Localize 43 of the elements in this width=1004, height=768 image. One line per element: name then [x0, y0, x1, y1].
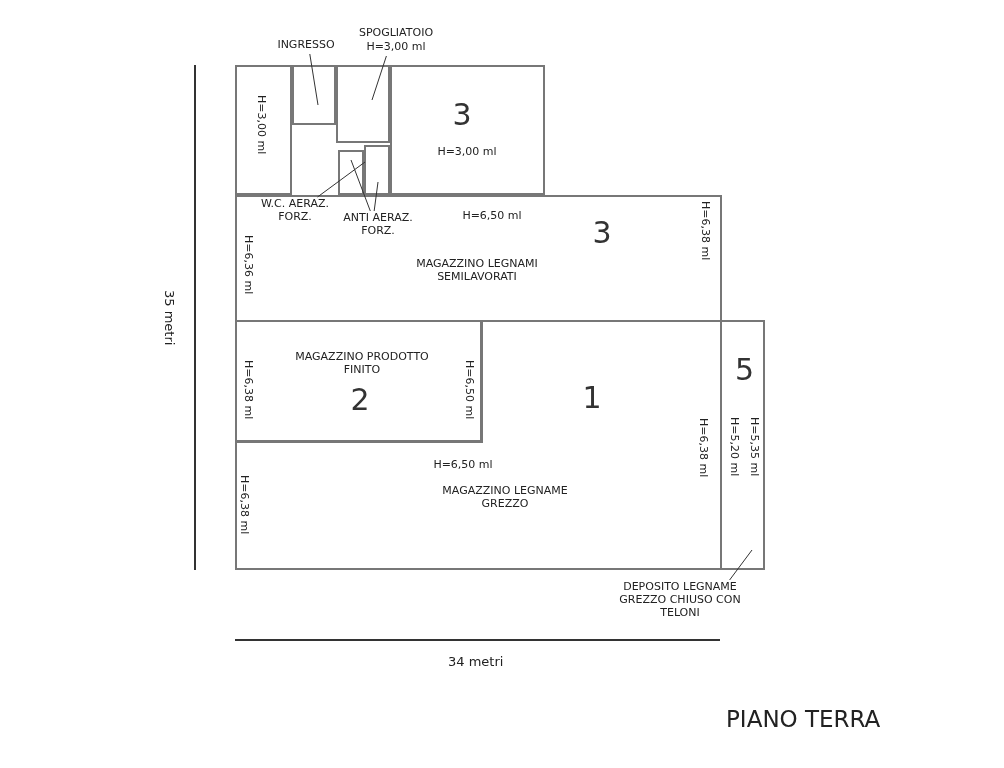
room-outline — [364, 145, 390, 195]
height-label: H=5,35 ml — [748, 417, 761, 477]
room-label: H=3,00 ml — [436, 145, 498, 158]
room-outline — [235, 195, 722, 322]
room-label: INGRESSO — [276, 38, 336, 51]
height-label: H=6,50 ml — [463, 360, 476, 420]
height-label: H=6,38 ml — [238, 475, 251, 535]
room-outline — [292, 65, 336, 125]
room-number: 3 — [591, 217, 613, 249]
room-label: W.C. AERAZ. FORZ. — [260, 197, 330, 223]
leader-line — [309, 53, 319, 106]
height-label: H=5,20 ml — [728, 417, 741, 477]
leader-line — [317, 161, 366, 198]
room-outline — [336, 65, 390, 143]
room-outline — [235, 320, 482, 442]
room-label: H=6,50 ml — [432, 458, 494, 471]
room-label: H=3,00 ml — [365, 40, 427, 53]
leader-line — [350, 159, 371, 212]
room-label: MAGAZZINO LEGNAMI SEMILAVORATI — [415, 257, 539, 283]
room-outline — [390, 65, 545, 195]
height-label: H=6,38 ml — [697, 418, 710, 478]
room-label: MAGAZZINO PRODOTTO FINITO — [294, 350, 430, 376]
room-label: H=6,50 ml — [461, 209, 523, 222]
height-label: H=6,36 ml — [242, 235, 255, 295]
room-number: 2 — [349, 384, 371, 416]
leader-line — [373, 181, 379, 212]
room-label: MAGAZZINO LEGNAME GREZZO — [441, 484, 569, 510]
height-label: H=6,38 ml — [699, 201, 712, 261]
room-label: ANTI AERAZ. FORZ. — [342, 211, 414, 237]
height-label: H=6,38 ml — [242, 360, 255, 420]
room-outline — [720, 320, 765, 570]
room-label: DEPOSITO LEGNAME GREZZO CHIUSO CON TELONI — [618, 580, 742, 619]
room-outline — [235, 65, 292, 195]
room-label: SPOGLIATOIO — [357, 26, 435, 39]
room-number: 3 — [451, 99, 473, 131]
room-number: 5 — [733, 354, 756, 386]
room-number: 1 — [581, 382, 603, 414]
leader-line — [729, 549, 753, 581]
dimension-label: 35 metri — [163, 290, 176, 346]
height-label: H=3,00 ml — [255, 95, 268, 155]
plan-title: PIANO TERRA — [726, 706, 881, 732]
room-outline — [338, 150, 364, 195]
dimension-label: 34 metri — [448, 655, 504, 668]
